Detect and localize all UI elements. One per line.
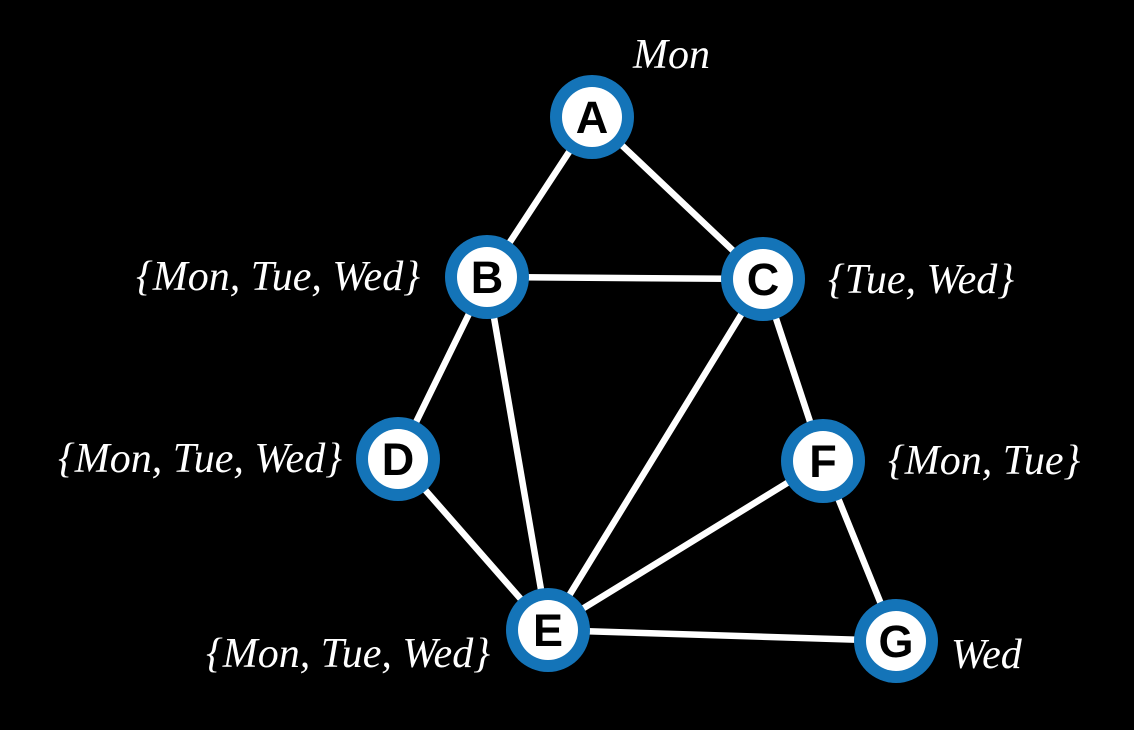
edge-E-G bbox=[544, 626, 900, 645]
edges-layer bbox=[394, 113, 900, 645]
node-A-fill bbox=[562, 87, 622, 147]
edge-B-E bbox=[483, 273, 552, 634]
node-E-fill bbox=[518, 600, 578, 660]
node-F-fill bbox=[793, 431, 853, 491]
edge-B-C bbox=[483, 273, 767, 283]
node-D-fill bbox=[368, 429, 428, 489]
node-C-domain-label: {Tue, Wed} bbox=[828, 257, 1014, 303]
node-G: G bbox=[854, 599, 938, 683]
node-F-domain-label: {Mon, Tue} bbox=[888, 438, 1080, 484]
node-G-fill bbox=[866, 611, 926, 671]
node-E-domain-label: {Mon, Tue, Wed} bbox=[206, 631, 490, 677]
node-D-letter: D bbox=[382, 434, 415, 485]
node-G-letter: G bbox=[878, 616, 913, 667]
edge-E-F bbox=[544, 457, 827, 634]
node-A-letter: A bbox=[576, 92, 609, 143]
node-A: A bbox=[550, 75, 634, 159]
node-B-fill bbox=[457, 247, 517, 307]
node-B-letter: B bbox=[471, 252, 504, 303]
nodes-layer: A B C D E F G bbox=[356, 75, 938, 683]
node-F-letter: F bbox=[809, 436, 837, 487]
edge-C-E bbox=[544, 275, 767, 634]
node-A-domain-label: Mon bbox=[632, 32, 710, 78]
domain-labels-layer: Mon {Mon, Tue, Wed} {Tue, Wed} {Mon, Tue, W… bbox=[58, 32, 1081, 678]
node-C-fill bbox=[733, 249, 793, 309]
node-C-letter: C bbox=[747, 254, 780, 305]
node-E-letter: E bbox=[533, 605, 563, 656]
node-B-domain-label: {Mon, Tue, Wed} bbox=[136, 254, 420, 300]
node-B: B bbox=[445, 235, 529, 319]
node-C: C bbox=[721, 237, 805, 321]
node-F: F bbox=[781, 419, 865, 503]
node-D: D bbox=[356, 417, 440, 501]
node-D-domain-label: {Mon, Tue, Wed} bbox=[58, 436, 342, 482]
node-G-domain-label: Wed bbox=[951, 632, 1023, 678]
node-E: E bbox=[506, 588, 590, 672]
